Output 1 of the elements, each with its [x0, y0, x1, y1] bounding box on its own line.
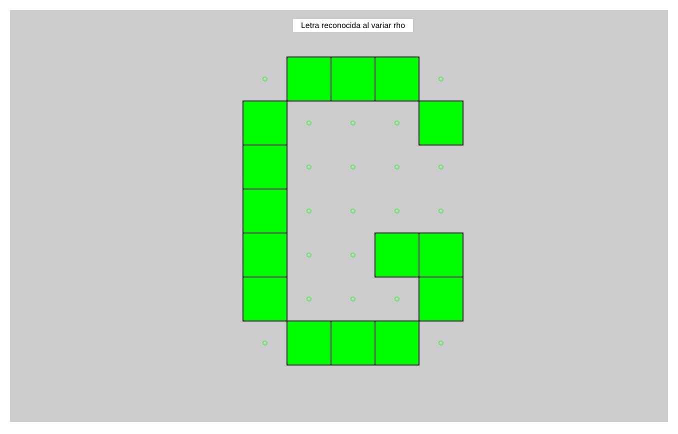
chart-title: Letra reconocida al variar rho [300, 22, 406, 30]
